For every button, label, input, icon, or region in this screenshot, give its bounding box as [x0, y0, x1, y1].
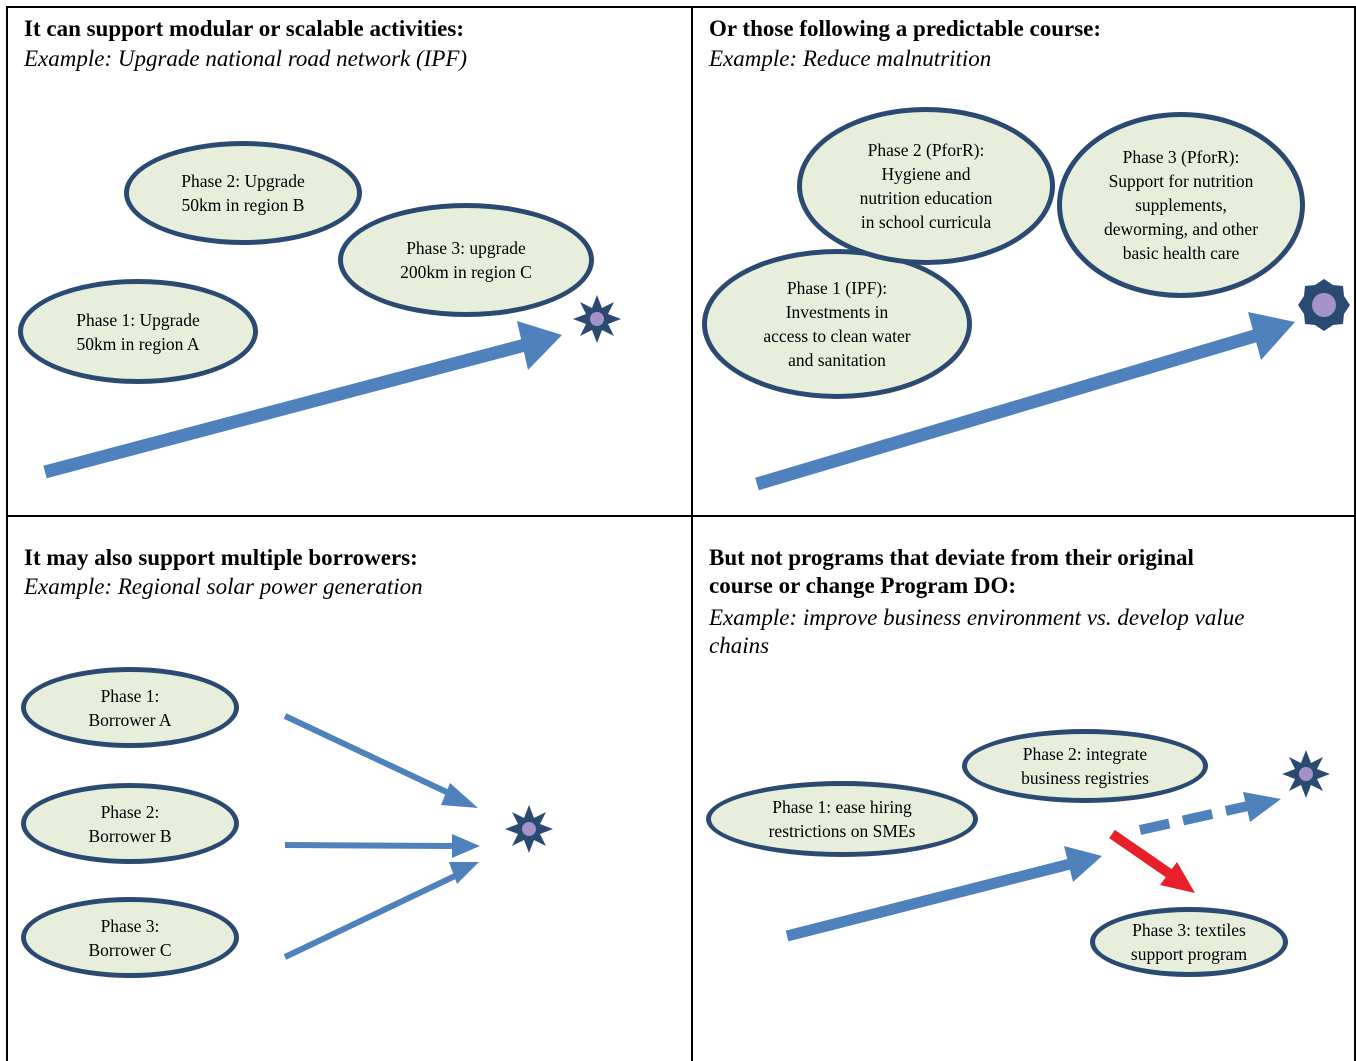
- phase-label: Phase 1: Upgrade 50km in region A: [76, 309, 200, 354]
- phase-ellipse: Phase 2: integrate business registries: [962, 729, 1208, 803]
- outer-right-border: [1354, 6, 1356, 1061]
- phase-label: Phase 1 (IPF): Investments in access to …: [763, 278, 911, 370]
- outer-top-border: [6, 6, 1356, 8]
- phase-label: Phase 2: integrate business registries: [1021, 744, 1149, 788]
- phase-ellipse: Phase 1: Borrower A: [21, 667, 239, 748]
- panel-example: Example: Reduce malnutrition: [709, 46, 992, 71]
- phase-label: Phase 2: Borrower B: [88, 801, 172, 846]
- phase-ellipse: Phase 1: Upgrade 50km in region A: [18, 279, 258, 384]
- phase-ellipse: Phase 3: textiles support program: [1090, 907, 1288, 977]
- phase-label: Phase 1: ease hiring restrictions on SME…: [768, 797, 916, 841]
- center-divider-vertical: [691, 6, 693, 1061]
- phase-label: Phase 2: Upgrade 50km in region B: [181, 171, 305, 215]
- phase-ellipse: Phase 2: Borrower B: [21, 783, 239, 864]
- phase-label: Phase 2 (PforR): Hygiene and nutrition e…: [859, 140, 993, 232]
- center-divider-horizontal: [6, 515, 1356, 517]
- phase-ellipse: Phase 1 (IPF): Investments in access to …: [702, 249, 972, 399]
- phase-ellipse: Phase 3: Borrower C: [21, 897, 239, 978]
- panel-heading: It may also support multiple borrowers:: [24, 545, 418, 570]
- outer-left-border: [6, 6, 8, 1061]
- phase-ellipse: Phase 3 (PforR): Support for nutrition s…: [1057, 112, 1305, 298]
- phase-label: Phase 1: Borrower A: [88, 685, 172, 730]
- panel-example: Example: Upgrade national road network (…: [24, 46, 468, 71]
- phase-ellipse: Phase 1: ease hiring restrictions on SME…: [706, 781, 978, 857]
- phase-label: Phase 3: textiles support program: [1130, 920, 1248, 964]
- phase-label: Phase 3: Borrower C: [88, 915, 172, 960]
- panel-example: Example: improve business environment vs…: [709, 605, 1245, 658]
- panel-heading: But not programs that deviate from their…: [709, 545, 1194, 598]
- phase-ellipse: Phase 2 (PforR): Hygiene and nutrition e…: [797, 107, 1055, 265]
- phase-ellipse: Phase 3: upgrade 200km in region C: [338, 203, 594, 317]
- phase-label: Phase 3: upgrade 200km in region C: [400, 238, 532, 282]
- phase-ellipse: Phase 2: Upgrade 50km in region B: [124, 141, 362, 245]
- panel-example: Example: Regional solar power generation: [24, 574, 423, 599]
- panel-heading: Or those following a predictable course:: [709, 16, 1102, 41]
- panel-heading: It can support modular or scalable activ…: [24, 16, 464, 41]
- phase-label: Phase 3 (PforR): Support for nutrition s…: [1103, 147, 1259, 263]
